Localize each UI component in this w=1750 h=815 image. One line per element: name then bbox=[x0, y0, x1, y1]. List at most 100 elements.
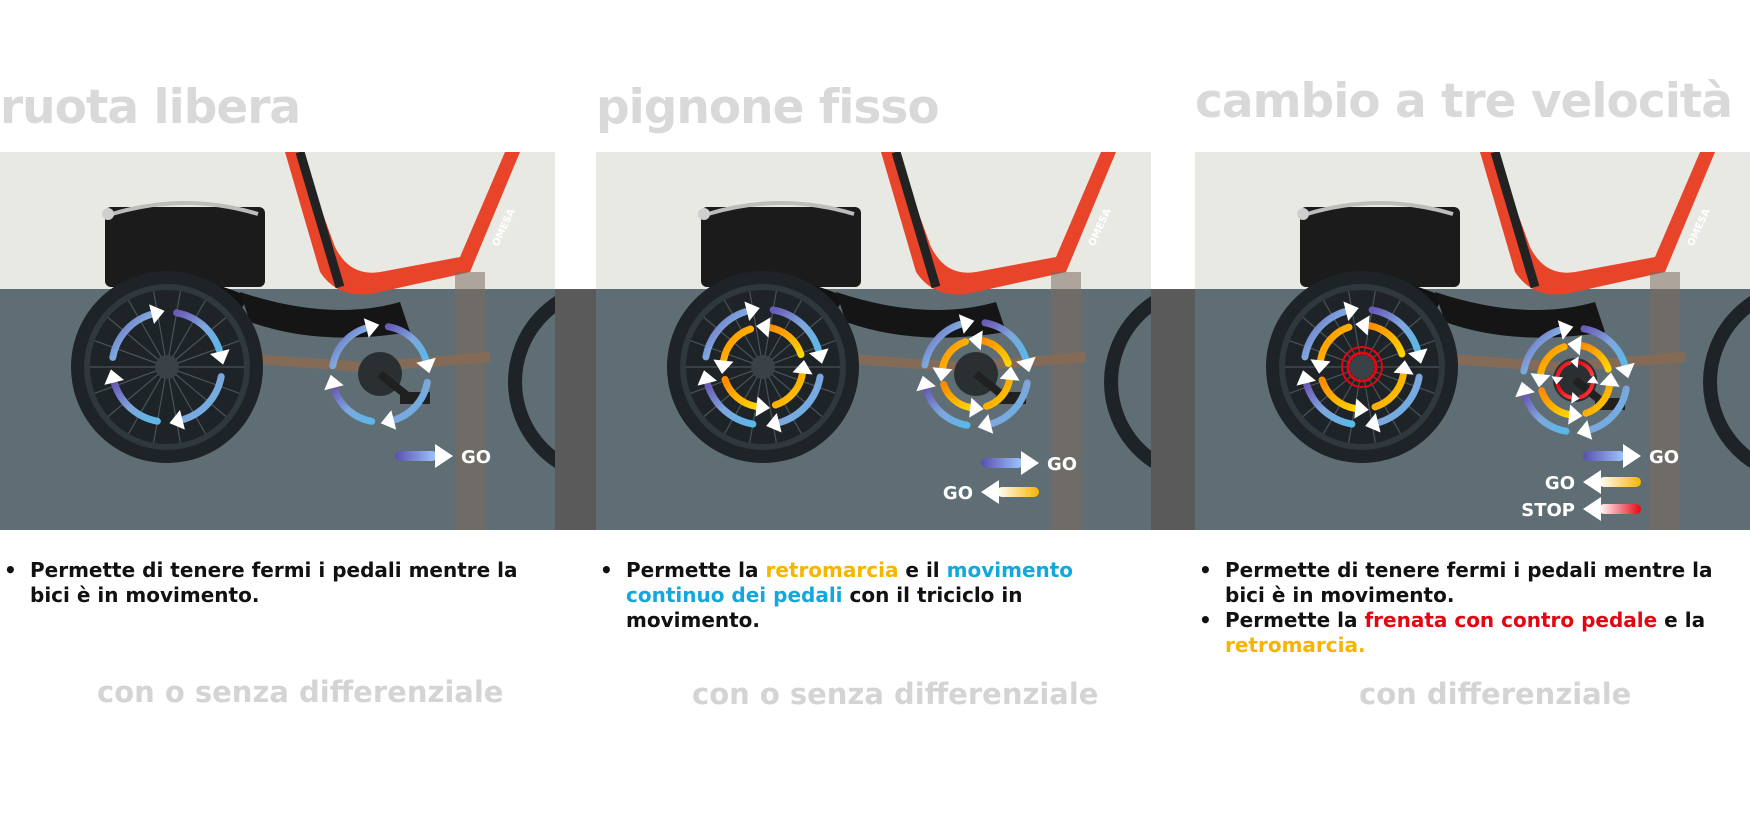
rear-wheel-spoke bbox=[166, 317, 227, 368]
rear-wheel-hub bbox=[751, 355, 775, 379]
rotation-arrowhead bbox=[756, 317, 771, 338]
rear-wheel-rim bbox=[84, 284, 250, 450]
front-fork bbox=[1650, 272, 1680, 530]
bullet-text: con il triciclo in movimento. bbox=[626, 583, 1023, 632]
legend-arrowhead bbox=[1623, 444, 1641, 468]
crank-rotation-ring bbox=[329, 324, 369, 370]
panel-subtitle: con differenziale bbox=[1359, 677, 1632, 711]
rear-wheel-spoke bbox=[166, 291, 181, 368]
rear-wheel-spoke bbox=[166, 366, 207, 434]
rotation-arrowhead bbox=[713, 359, 734, 374]
rotation-arrowhead bbox=[1576, 420, 1593, 440]
crank-reverse-ring bbox=[983, 376, 1013, 410]
basket-bolt bbox=[1297, 208, 1309, 220]
bullet-text: retromarcia bbox=[765, 558, 899, 582]
rotation-arrowhead bbox=[809, 348, 829, 364]
rear-wheel-spoke bbox=[153, 291, 168, 368]
bullet-text: e il bbox=[898, 558, 947, 582]
crank-rotation-ring bbox=[330, 385, 376, 425]
wheel-reverse-ring bbox=[720, 325, 755, 364]
wheel-rotation-ring bbox=[111, 380, 161, 425]
feature-bullet: Permette la retromarcia e il movimento c… bbox=[596, 558, 1156, 633]
rotation-arrowhead bbox=[416, 357, 436, 374]
front-wheel bbox=[508, 296, 555, 468]
rotation-arrowhead bbox=[169, 410, 185, 430]
crank-reverse-ring bbox=[978, 337, 1012, 367]
legend-arrowhead bbox=[1583, 470, 1601, 494]
wheel-rotation-ring bbox=[173, 309, 223, 354]
wheel-reverse-ring bbox=[771, 370, 806, 409]
panel-title: cambio a tre velocità bbox=[1195, 74, 1733, 129]
rear-wheel-rim bbox=[1279, 284, 1445, 450]
rotation-arrowhead bbox=[1016, 356, 1036, 373]
rotation-arrowhead bbox=[792, 360, 813, 375]
rear-wheel-spoke bbox=[94, 366, 168, 394]
wheel-rotation-ring bbox=[1368, 306, 1421, 353]
rear-wheel-spoke bbox=[749, 291, 764, 368]
bullet-text: movimento continuo dei pedali bbox=[626, 558, 1074, 607]
rotation-arrowhead bbox=[1296, 370, 1316, 386]
rotation-arrowhead bbox=[755, 396, 770, 417]
rotation-arrowhead bbox=[932, 367, 953, 382]
rotation-arrowhead bbox=[363, 318, 380, 338]
wheel-rotation-ring bbox=[704, 381, 757, 428]
rear-wheel-spoke bbox=[153, 366, 168, 443]
bullet-text: Permette la bbox=[626, 558, 766, 582]
crank-brake-ring bbox=[1555, 360, 1572, 379]
background-wall bbox=[0, 152, 555, 289]
legend-label: GO bbox=[1545, 473, 1575, 494]
basket-bolt bbox=[698, 208, 710, 220]
frame-tube bbox=[881, 152, 1116, 295]
crank-reverse-ring bbox=[940, 381, 974, 411]
panel-title: ruota libera bbox=[0, 80, 301, 135]
rear-wheel-spoke bbox=[127, 300, 168, 368]
brake-ring bbox=[1341, 346, 1383, 388]
rotation-arrowhead bbox=[1567, 335, 1582, 356]
legend-label: GO bbox=[1649, 447, 1679, 468]
legend-arrow bbox=[1599, 477, 1641, 487]
wheel-rotation-ring bbox=[1376, 373, 1423, 426]
wheel-reverse-ring bbox=[766, 324, 805, 359]
rotation-arrowhead bbox=[324, 374, 344, 391]
panel-title: pignone fisso bbox=[596, 80, 940, 135]
rotation-arrowhead bbox=[916, 375, 936, 392]
wheel-rotation-ring bbox=[769, 306, 822, 353]
crank-rotation-ring bbox=[923, 386, 971, 429]
bullet-text: Permette di tenere fermi i pedali mentre… bbox=[30, 558, 518, 607]
rotation-arrowhead bbox=[1365, 413, 1381, 433]
crank-reverse-ring bbox=[939, 338, 969, 372]
crank-brake-ring bbox=[1578, 381, 1595, 400]
crank-rotation-ring bbox=[1520, 327, 1563, 375]
basket bbox=[1300, 207, 1460, 287]
crank-reverse-ring bbox=[1577, 342, 1612, 373]
legend-label: GO bbox=[461, 447, 491, 468]
crank-rotation-ring bbox=[391, 378, 431, 424]
rotation-arrowhead bbox=[1568, 404, 1583, 425]
rotation-arrowhead bbox=[958, 314, 975, 334]
rotation-arrowhead bbox=[1343, 301, 1359, 321]
crank-brake-ring bbox=[1555, 383, 1574, 400]
basket-handle bbox=[1306, 201, 1454, 216]
feature-bullet: Permette di tenere fermi i pedali mentre… bbox=[1195, 558, 1750, 608]
rotation-arrowhead bbox=[149, 304, 165, 324]
rear-wheel-rim bbox=[680, 284, 846, 450]
basket bbox=[701, 207, 861, 287]
rear-wheel-spoke bbox=[762, 366, 777, 443]
wheel-reverse-ring bbox=[1365, 322, 1406, 358]
basket-bolt bbox=[102, 208, 114, 220]
legend-arrowhead bbox=[1021, 451, 1039, 475]
panel-subtitle: con o senza differenziale bbox=[692, 677, 1099, 711]
wheel-rotation-ring bbox=[180, 373, 225, 423]
legend-arrow bbox=[1583, 451, 1625, 461]
rotation-arrowhead bbox=[1587, 375, 1599, 384]
rotation-arrowhead bbox=[1515, 381, 1535, 398]
wheel-reverse-ring bbox=[1317, 323, 1353, 364]
photo-divider bbox=[1151, 289, 1195, 530]
